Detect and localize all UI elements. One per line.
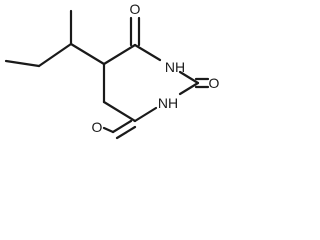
chemical-structure-drawing: O NH O NH O (4, 1, 220, 140)
atom-nh-right: NH (165, 59, 185, 75)
bond-c2-n3 (178, 81, 200, 96)
bond-ch-ring-c5 (69, 42, 106, 66)
bond-n1-c2 (178, 70, 200, 85)
bond-c4-o-left-b (115, 125, 137, 140)
bond-c4-o-left-a (111, 119, 133, 134)
bond-ethyl-ch3-ch2 (4, 59, 41, 68)
bond-c4-c5 (102, 100, 137, 123)
bond-n3-c4 (133, 106, 158, 123)
atom-nh-bottom: NH (158, 95, 178, 111)
atom-oxygen-right: O (209, 75, 220, 91)
bond-c6-n1 (133, 43, 162, 62)
bond-c4-o-left-link (102, 126, 115, 134)
bond-c5-c6 (102, 43, 137, 66)
atom-oxygen-top: O (130, 1, 141, 17)
bond-ethyl-ch2-ch (37, 42, 73, 68)
atom-oxygen-left: O (92, 119, 103, 135)
